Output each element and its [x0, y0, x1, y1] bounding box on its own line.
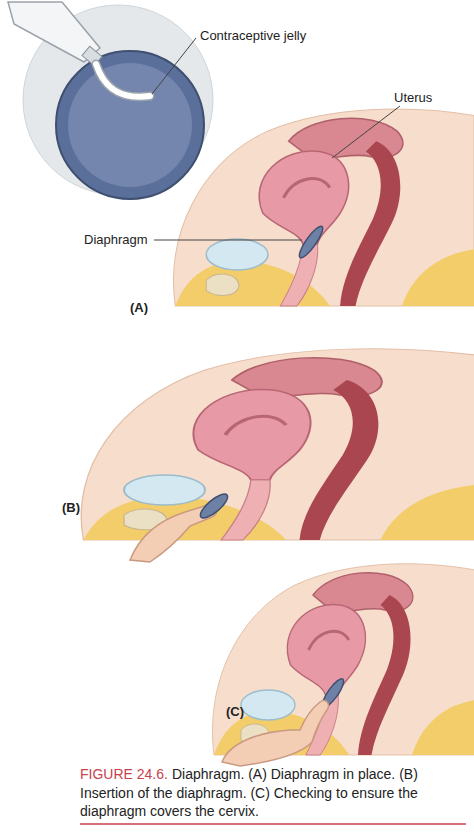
panel-letter: (C)	[224, 704, 246, 720]
jelly	[96, 64, 150, 97]
diaphragm	[197, 490, 231, 521]
caption-rule	[80, 823, 466, 825]
leader-line	[154, 240, 302, 241]
hand	[222, 701, 328, 766]
part-label: Contraceptive jelly	[198, 28, 308, 44]
part-label: Diaphragm	[82, 232, 150, 248]
diaphragm	[296, 224, 326, 261]
panel-letter: (B)	[60, 500, 82, 516]
diaphragm-inner	[68, 63, 192, 187]
panel-letter: (A)	[128, 300, 150, 316]
jelly	[96, 64, 150, 97]
pelvis-section	[81, 349, 474, 540]
part-label: Uterus	[392, 90, 434, 106]
figure-number: FIGURE 24.6.	[80, 766, 168, 782]
caption-block: FIGURE 24.6.Diaphragm. (A) Diaphragm in …	[80, 765, 466, 820]
pelvis-section	[212, 564, 474, 755]
leader-line	[332, 106, 400, 158]
diaphragm-dome	[56, 51, 204, 199]
leader-line	[152, 38, 196, 94]
pelvis-section	[174, 109, 474, 306]
